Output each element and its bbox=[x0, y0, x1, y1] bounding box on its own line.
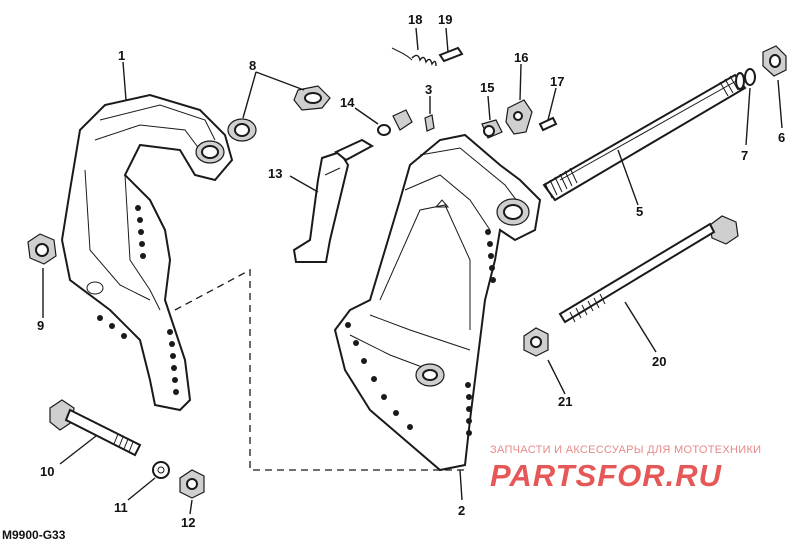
part-labels: 1 2 3 5 6 7 8 9 10 11 12 13 14 15 16 17 … bbox=[37, 12, 785, 530]
part-7-washer bbox=[744, 68, 756, 86]
leader-8b bbox=[255, 71, 305, 91]
part-16-cam bbox=[505, 99, 533, 135]
part-8-bushing bbox=[227, 85, 331, 142]
leader-20 bbox=[624, 301, 657, 353]
part-13-tilt-lock-lever bbox=[292, 138, 375, 263]
label-18: 18 bbox=[408, 12, 422, 27]
part-2-right-clamp-bracket bbox=[333, 133, 542, 472]
part-11-washer bbox=[152, 461, 170, 479]
leader-21 bbox=[547, 359, 566, 395]
leader-16 bbox=[519, 63, 522, 101]
leader-5 bbox=[617, 149, 639, 206]
label-2: 2 bbox=[458, 503, 465, 518]
leader-18 bbox=[415, 27, 419, 51]
part-21-nut bbox=[523, 327, 549, 357]
label-21: 21 bbox=[558, 394, 572, 409]
leader-13 bbox=[289, 175, 319, 193]
leader-15 bbox=[487, 95, 491, 121]
part-12-nut bbox=[179, 469, 205, 499]
watermark-tagline: ЗАПЧАСТИ И АКСЕССУАРЫ ДЛЯ МОТОТЕХНИКИ bbox=[490, 444, 762, 456]
leader-19 bbox=[445, 27, 449, 53]
label-10: 10 bbox=[40, 464, 54, 479]
label-19: 19 bbox=[438, 12, 452, 27]
drawing-code: M9900-G33 bbox=[2, 528, 66, 542]
label-1: 1 bbox=[118, 48, 125, 63]
leader-14 bbox=[354, 107, 379, 125]
watermark-logo: PARTSFOR.RU bbox=[490, 458, 723, 493]
leader-6 bbox=[777, 79, 783, 129]
leader-1 bbox=[122, 61, 127, 101]
leader-8a bbox=[242, 71, 257, 119]
leader-17 bbox=[547, 87, 557, 121]
label-3: 3 bbox=[425, 82, 432, 97]
label-20: 20 bbox=[652, 354, 666, 369]
part-10-bolt bbox=[49, 399, 142, 457]
label-16: 16 bbox=[514, 50, 528, 65]
part-14-clip bbox=[377, 109, 413, 136]
label-9: 9 bbox=[37, 318, 44, 333]
leader-10 bbox=[59, 435, 97, 465]
leader-7 bbox=[745, 87, 751, 146]
part-6-nut bbox=[762, 45, 787, 77]
part-18-spring bbox=[391, 47, 437, 67]
leader-12 bbox=[189, 499, 193, 515]
label-13: 13 bbox=[268, 166, 282, 181]
alignment-line bbox=[174, 268, 465, 471]
label-15: 15 bbox=[480, 80, 494, 95]
label-5: 5 bbox=[636, 204, 643, 219]
label-6: 6 bbox=[778, 130, 785, 145]
label-17: 17 bbox=[550, 74, 564, 89]
part-5-tilt-tube bbox=[542, 72, 747, 202]
part-3-screw bbox=[424, 114, 435, 132]
part-15-bushing bbox=[481, 119, 503, 139]
part-20-long-bolt bbox=[558, 215, 739, 324]
label-11: 11 bbox=[114, 500, 128, 515]
label-7: 7 bbox=[741, 148, 748, 163]
label-14: 14 bbox=[340, 95, 355, 110]
leader-11 bbox=[127, 477, 156, 501]
part-19-pin bbox=[438, 46, 464, 63]
part-9-nut bbox=[27, 233, 57, 265]
part-1-left-clamp-bracket bbox=[60, 93, 234, 412]
label-12: 12 bbox=[181, 515, 195, 530]
label-8: 8 bbox=[249, 58, 256, 73]
leader-2 bbox=[459, 469, 463, 501]
